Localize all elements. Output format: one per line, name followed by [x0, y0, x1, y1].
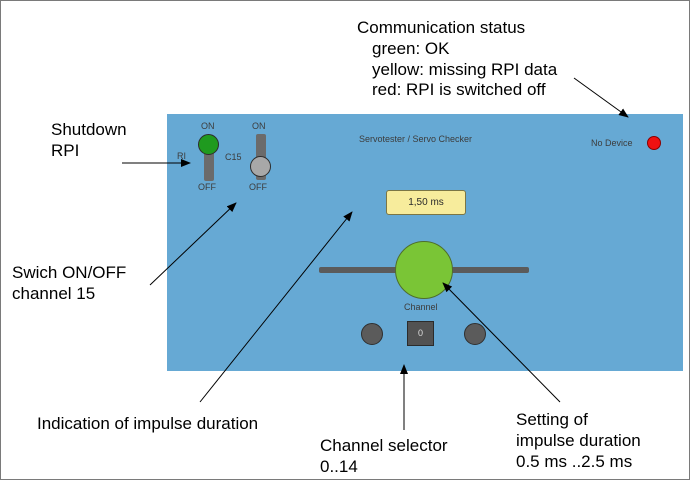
channel-value-display: 0	[407, 321, 434, 346]
channel15-toggle[interactable]	[250, 156, 271, 177]
arrow-setting	[442, 282, 561, 403]
comm-status-red: red: RPI is switched off	[372, 80, 546, 99]
channel-increment-button[interactable]	[464, 323, 486, 345]
arrow-impulse-indication	[199, 211, 353, 403]
comm-status-yellow: yellow: missing RPI data	[372, 60, 558, 79]
rpi-on-label: ON	[201, 121, 215, 131]
switch-label-line1: Swich ON/OFF	[12, 263, 127, 282]
switch-label-line2: channel 15	[12, 284, 96, 303]
device-status-text: No Device	[591, 138, 633, 148]
c15-on-label: ON	[252, 121, 266, 131]
channel-label: Channel	[404, 302, 438, 312]
setting-label-line3: 0.5 ms ..2.5 ms	[516, 452, 633, 471]
impulse-duration-display: 1,50 ms	[386, 190, 466, 215]
rpi-toggle-label: RI	[177, 151, 186, 161]
arrow-comm-status	[573, 77, 629, 118]
communication-status-led	[647, 136, 661, 150]
setting-label-line2: impulse duration	[516, 431, 641, 450]
comm-status-title: Communication status	[357, 18, 526, 37]
servotester-panel: Servotester / Servo Checker No Device ON…	[167, 114, 683, 371]
shutdown-label-line2: RPI	[51, 141, 80, 160]
channel-selector-label-line1: Channel selector	[320, 436, 448, 455]
rpi-shutdown-toggle[interactable]	[198, 134, 219, 155]
c15-toggle-label: C15	[225, 152, 242, 162]
rpi-off-label: OFF	[198, 182, 216, 192]
c15-off-label: OFF	[249, 182, 267, 192]
impulse-indication-label: Indication of impulse duration	[37, 414, 259, 433]
setting-label-line1: Setting of	[516, 410, 588, 429]
channel-selector-label-line2: 0..14	[320, 457, 358, 476]
channel-decrement-button[interactable]	[361, 323, 383, 345]
rpi-toggle-track[interactable]	[204, 135, 214, 181]
comm-status-green: green: OK	[372, 39, 450, 58]
arrow-switch	[149, 202, 237, 286]
shutdown-label-line1: Shutdown	[51, 120, 127, 139]
panel-title: Servotester / Servo Checker	[359, 134, 473, 144]
